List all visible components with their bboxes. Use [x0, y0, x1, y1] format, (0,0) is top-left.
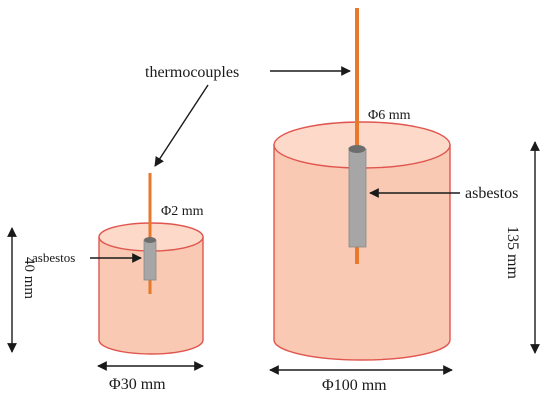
large-diameter-label: Φ100 mm [322, 377, 387, 394]
small-cylinder-body [98, 236, 204, 355]
small-diameter-label: Φ30 mm [109, 376, 166, 393]
large-height-label: 135 mm [504, 226, 521, 279]
small-asbestos-sleeve [143, 239, 157, 281]
large-tc-diameter-label: Φ6 mm [368, 108, 411, 123]
large-cylinder [273, 8, 451, 361]
arrows [7, 66, 540, 375]
large-asbestos-cap [348, 145, 366, 153]
asbestos-large-label: asbestos [465, 185, 518, 202]
asbestos-small-label: asbestos [32, 250, 75, 265]
large-asbestos-sleeve [348, 148, 367, 248]
small-asbestos-cap [144, 237, 156, 243]
small-height-label: 40 mm [21, 257, 37, 299]
small-tc-diameter-label: Φ2 mm [161, 204, 204, 219]
thermocouples-label: thermocouples [145, 64, 239, 81]
thermocouples-arrow-down [154, 84, 209, 167]
small-cylinder [98, 173, 204, 355]
large-cylinder-body [273, 144, 451, 361]
